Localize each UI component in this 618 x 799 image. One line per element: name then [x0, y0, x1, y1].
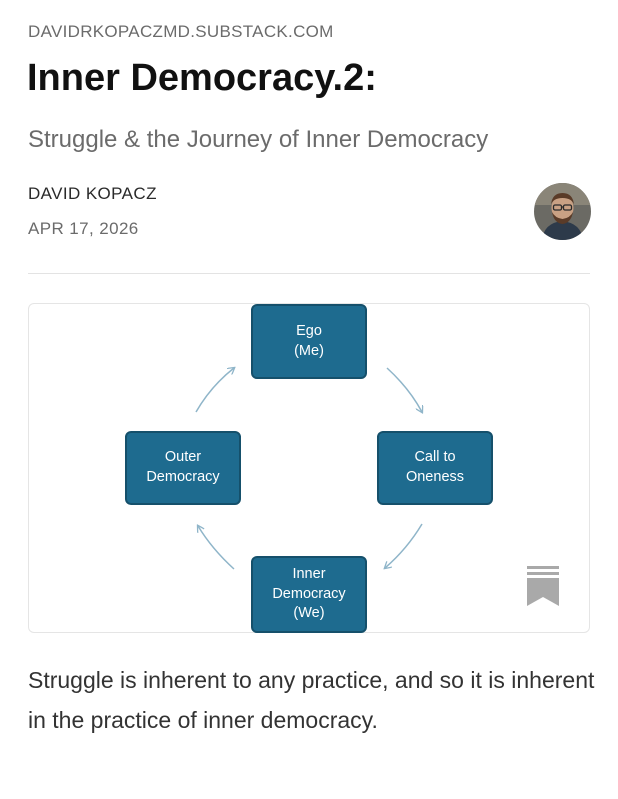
- arrow-call-to-inner: [385, 523, 423, 568]
- node-inner-line3: (We): [293, 605, 325, 622]
- node-inner-line2: Democracy: [272, 585, 346, 602]
- node-ego-line1: Ego: [296, 322, 322, 339]
- arrow-inner-to-outer: [198, 526, 235, 570]
- post-title: Inner Democracy.2:: [27, 57, 377, 99]
- avatar-image: [534, 183, 591, 240]
- post-body-paragraph: Struggle is inherent to any practice, an…: [28, 667, 595, 733]
- cycle-diagram[interactable]: Ego (Me) Call to Oneness Inner Democracy…: [28, 303, 590, 633]
- cycle-arrows: [195, 304, 589, 570]
- post-subtitle: Struggle & the Journey of Inner Democrac…: [28, 126, 489, 153]
- node-outer-line1: Outer: [164, 449, 202, 466]
- node-ego: Ego (Me): [251, 304, 367, 379]
- node-ego-line2: (Me): [294, 342, 324, 359]
- header-divider: [28, 273, 590, 274]
- author-name[interactable]: DAVID KOPACZ: [28, 184, 157, 203]
- node-call-to-oneness: Call to Oneness: [377, 431, 493, 505]
- publication-link[interactable]: DAVIDRKOPACZMD.SUBSTACK.COM: [28, 22, 334, 41]
- node-inner-democracy: Inner Democracy (We): [251, 556, 367, 633]
- author-avatar[interactable]: [534, 183, 591, 240]
- node-outer-line2: Democracy: [146, 469, 220, 485]
- bookmark-icon[interactable]: [525, 566, 561, 608]
- node-inner-line1: Inner: [292, 566, 326, 583]
- post-date: APR 17, 2026: [28, 219, 139, 238]
- node-call-line2: Oneness: [405, 469, 465, 485]
- node-outer-democracy: Outer Democracy: [125, 431, 241, 505]
- arrow-ego-to-call: [386, 367, 422, 412]
- arrow-outer-to-ego: [195, 368, 234, 413]
- node-call-line1: Call to: [414, 449, 456, 466]
